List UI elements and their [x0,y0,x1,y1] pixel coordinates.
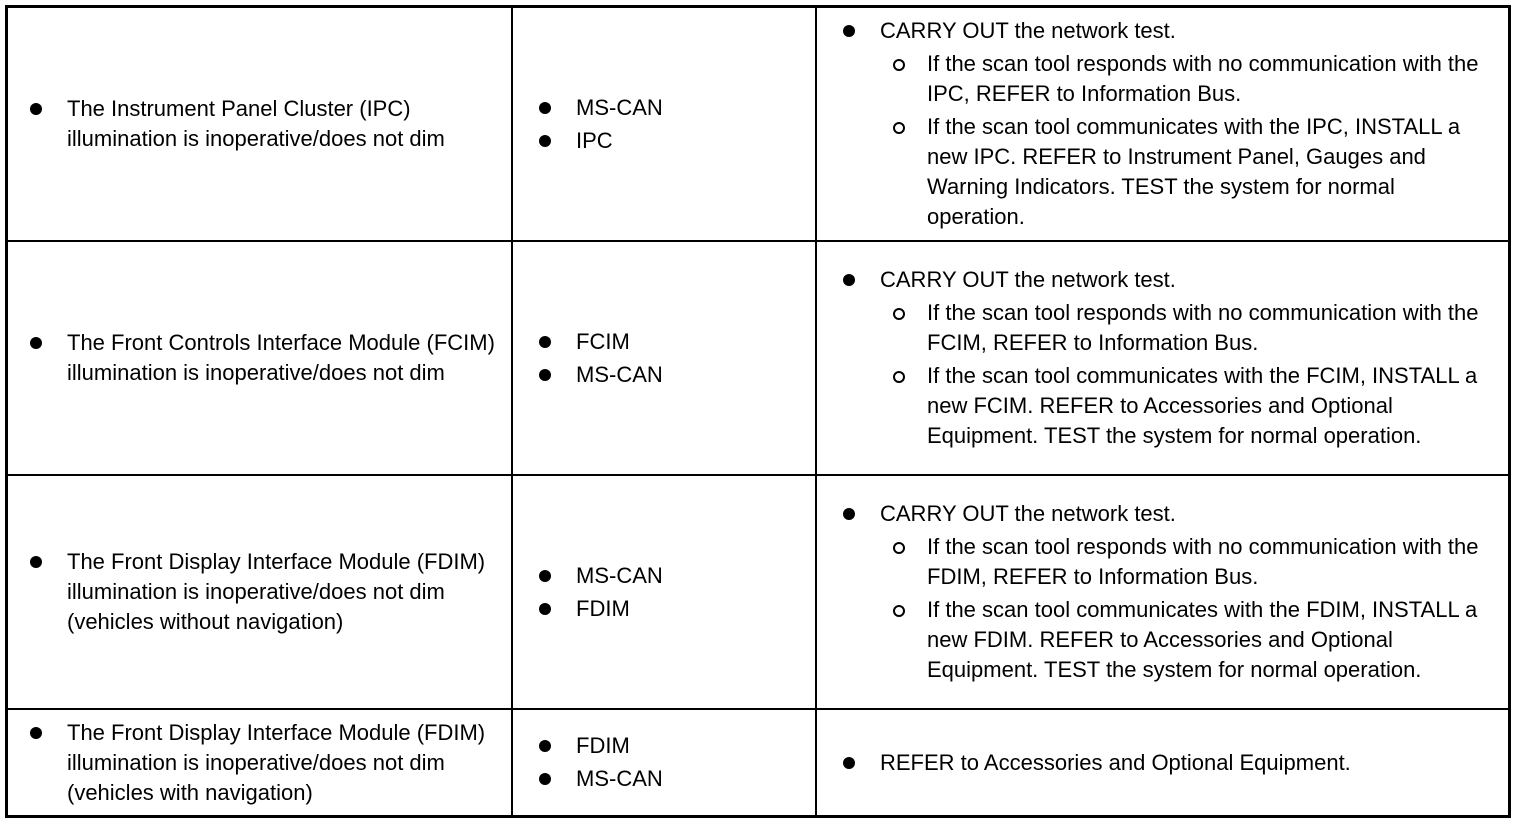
bullet-icon [843,756,855,769]
cause-item: MS-CAN [576,94,663,120]
table-row: The Front Display Interface Module (FDIM… [8,476,1508,710]
action-text: REFER to Accessories and Optional Equipm… [880,749,1351,775]
bullet-icon [539,740,551,752]
symptom-text: The Front Display Interface Module (FDIM… [67,549,486,634]
cause-item: MS-CAN [576,562,663,588]
bullet-icon [539,134,551,147]
symptom-text: The Front Controls Interface Module (FCI… [67,330,495,385]
action-subitem: If the scan tool responds with no commun… [927,300,1479,355]
bullet-icon [539,773,551,785]
circle-bullet-icon [893,122,905,134]
bullet-icon [30,726,42,739]
cause-item: MS-CAN [576,361,663,387]
symptom-text: The Front Display Interface Module (FDIM… [67,719,486,805]
cause-item: FCIM [576,328,630,354]
bullet-icon [30,103,42,115]
symptom-text: The Instrument Panel Cluster (IPC) illum… [67,96,445,151]
symptom-cell: The Instrument Panel Cluster (IPC) illum… [8,8,513,240]
bullet-icon [539,368,551,381]
action-cell: REFER to Accessories and Optional Equipm… [817,710,1508,815]
cause-item: IPC [576,127,613,153]
cause-cell: MS-CAN FDIM [513,476,817,708]
circle-bullet-icon [893,59,905,71]
action-subitem: If the scan tool responds with no commun… [927,534,1479,589]
symptom-cell: The Front Display Interface Module (FDIM… [8,476,513,708]
action-cell: CARRY OUT the network test. If the scan … [817,242,1508,474]
cause-cell: FDIM MS-CAN [513,710,817,815]
table-row: The Front Display Interface Module (FDIM… [8,710,1508,815]
bullet-icon [30,556,42,568]
action-cell: CARRY OUT the network test. If the scan … [817,8,1508,240]
bullet-icon [539,335,551,348]
cause-cell: MS-CAN IPC [513,8,817,240]
symptom-cell: The Front Controls Interface Module (FCI… [8,242,513,474]
action-subitem: If the scan tool communicates with the F… [927,363,1478,448]
circle-bullet-icon [893,605,905,617]
action-subitem: If the scan tool communicates with the I… [927,114,1461,229]
symptom-cell: The Front Display Interface Module (FDIM… [8,710,513,815]
cause-cell: FCIM MS-CAN [513,242,817,474]
circle-bullet-icon [893,542,905,554]
cause-item: MS-CAN [576,766,663,791]
action-subitem: If the scan tool communicates with the F… [927,597,1478,682]
cause-item: FDIM [576,595,630,621]
bullet-icon [539,602,551,615]
table-row: The Instrument Panel Cluster (IPC) illum… [8,8,1508,242]
table-row: The Front Controls Interface Module (FCI… [8,242,1508,476]
circle-bullet-icon [893,371,905,383]
action-text: CARRY OUT the network test. [880,18,1176,43]
bullet-icon [30,337,42,349]
bullet-icon [843,508,855,520]
action-text: CARRY OUT the network test. [880,267,1176,292]
action-subitem: If the scan tool responds with no commun… [927,51,1479,106]
bullet-icon [539,569,551,582]
cause-item: FDIM [576,733,630,758]
bullet-icon [843,274,855,286]
symptom-table: The Instrument Panel Cluster (IPC) illum… [5,5,1511,818]
bullet-icon [843,25,855,37]
action-cell: CARRY OUT the network test. If the scan … [817,476,1508,708]
circle-bullet-icon [893,308,905,320]
bullet-icon [539,101,551,114]
action-text: CARRY OUT the network test. [880,501,1176,526]
